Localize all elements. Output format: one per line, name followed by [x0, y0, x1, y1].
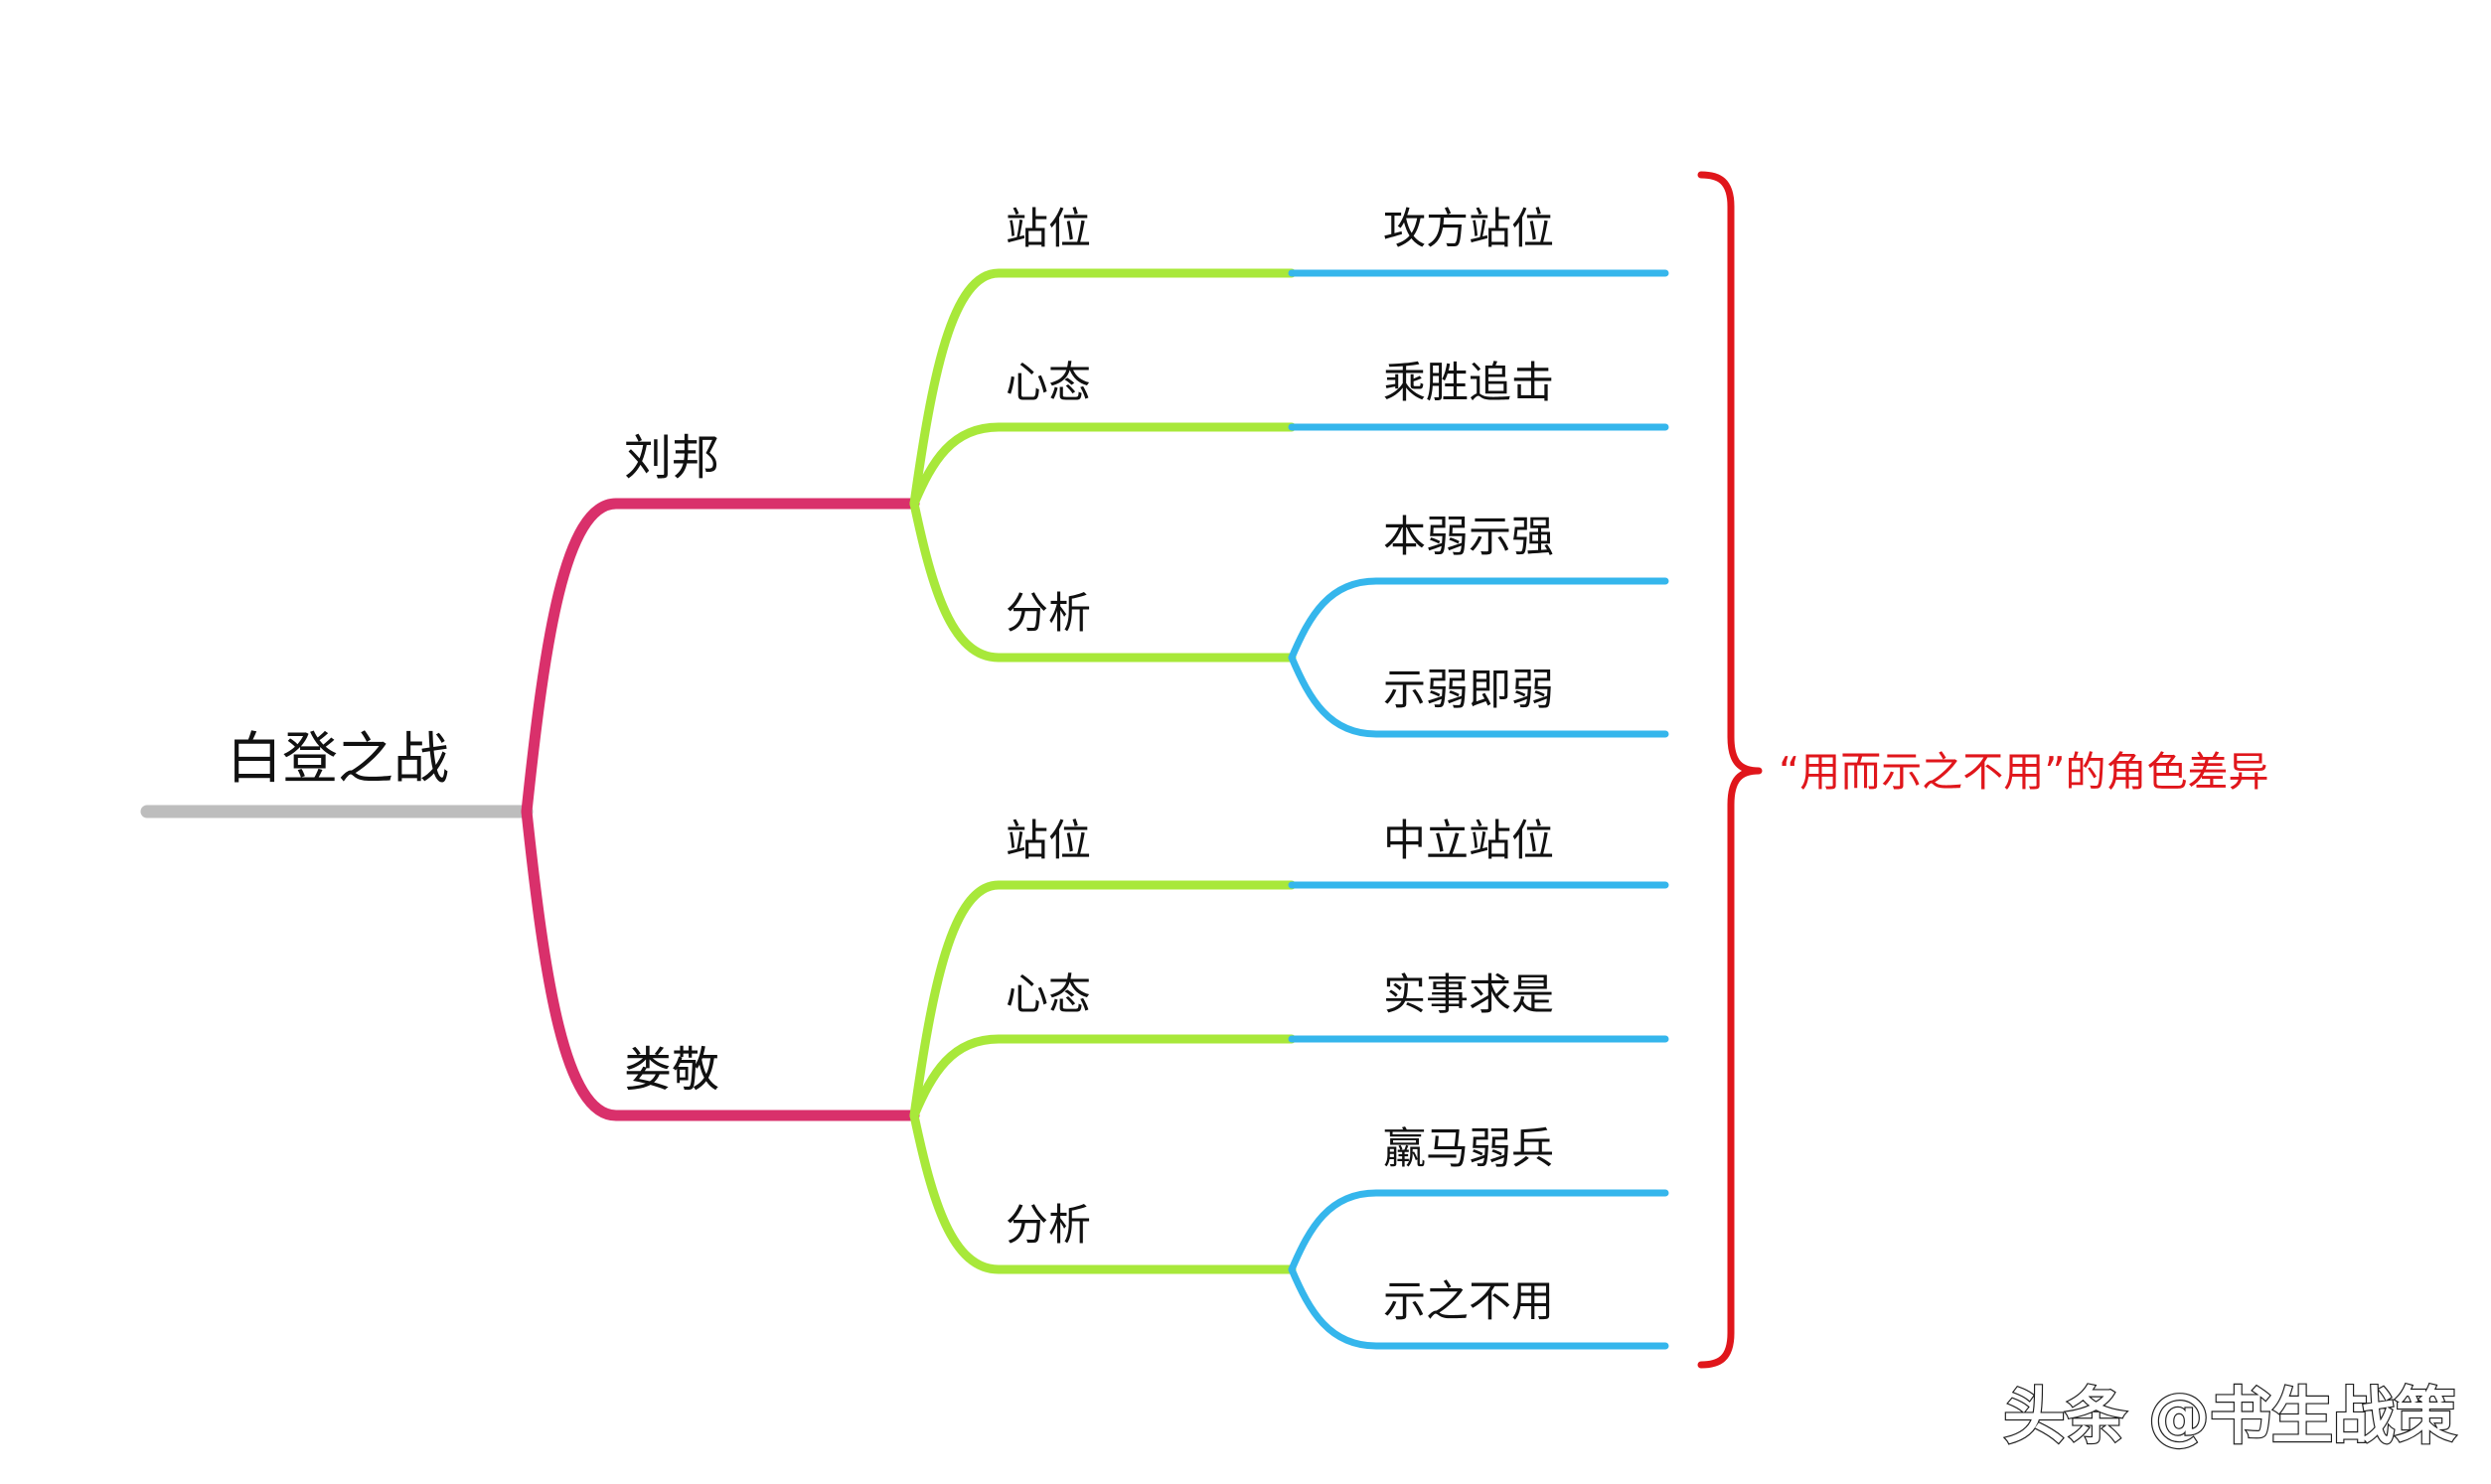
- sub-branch-label-0-0: 站位: [1006, 205, 1091, 254]
- leaf-line-0-2-0: [1288, 577, 1669, 662]
- annotation-label: “用而示之不用”的角色差异: [1779, 748, 2268, 796]
- sub-branch-line-0-0: [909, 268, 1297, 509]
- sub-branch-line-1-1: [909, 1034, 1297, 1120]
- curly-brace: [1697, 171, 1763, 1369]
- sub-branch-label-1-2: 分析: [1006, 1201, 1091, 1251]
- leaf-label-0-0-0: 攻方站位: [1383, 205, 1554, 254]
- branch-label-0: 刘邦: [624, 430, 719, 486]
- watermark-text: 头条 @书生战策: [2003, 1380, 2456, 1452]
- connector-lines: [140, 268, 1669, 1350]
- leaf-label-1-1-0: 实事求是: [1383, 970, 1554, 1020]
- sub-branch-line-0-1: [909, 422, 1297, 509]
- leaf-label-0-2-0: 本弱示强: [1383, 513, 1554, 562]
- leaf-label-1-0-0: 中立站位: [1383, 816, 1554, 866]
- leaf-label-1-2-0: 羸马弱兵: [1383, 1124, 1554, 1174]
- leaf-label-1-2-1: 示之不用: [1383, 1277, 1554, 1327]
- root-label: 白登之战: [227, 727, 449, 792]
- sub-branch-label-0-2: 分析: [1006, 589, 1091, 639]
- node-labels: 白登之战刘邦站位攻方站位心态乘胜追击分析本弱示强示弱即弱娄敬站位中立站位心态实事…: [227, 205, 1554, 1327]
- branch-label-1: 娄敬: [624, 1042, 719, 1098]
- leaf-label-0-1-0: 乘胜追击: [1383, 359, 1554, 408]
- sub-branch-line-0-2: [909, 499, 1297, 663]
- leaf-line-1-2-1: [1288, 1265, 1669, 1350]
- branch-line-0: [521, 498, 920, 817]
- leaf-label-0-2-1: 示弱即弱: [1383, 666, 1554, 715]
- sub-branch-line-1-0: [909, 880, 1297, 1120]
- sub-branch-label-0-1: 心态: [1006, 359, 1091, 408]
- branch-line-1: [521, 806, 920, 1121]
- leaf-line-0-2-1: [1288, 654, 1669, 738]
- sub-branch-line-1-2: [909, 1111, 1297, 1274]
- leaf-line-1-2-0: [1288, 1189, 1669, 1273]
- sub-branch-label-1-1: 心态: [1006, 970, 1091, 1020]
- sub-branch-label-1-0: 站位: [1006, 816, 1091, 866]
